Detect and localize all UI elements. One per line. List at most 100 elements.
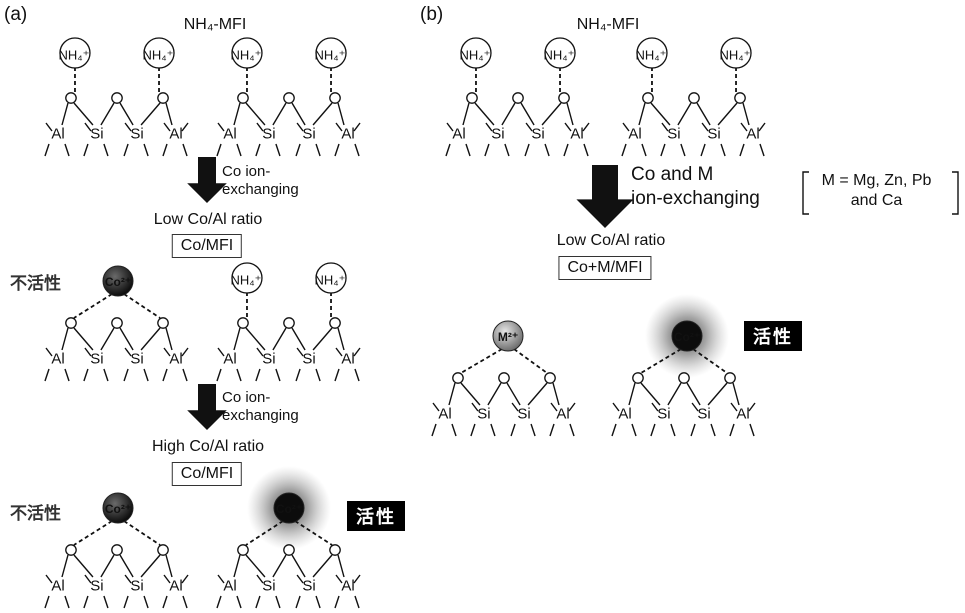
oxygen-atom [632, 372, 644, 384]
al-atom: Al [51, 351, 64, 368]
panel-b-label: (b) [420, 4, 444, 25]
bond [462, 102, 470, 126]
dangling-bond [84, 574, 92, 584]
panel-a-high-box: Co/MFI [171, 462, 243, 486]
dangling-bond [690, 423, 696, 437]
dangling-bond [217, 122, 225, 132]
al-atom: Al [51, 126, 64, 143]
nh4-ion [544, 37, 576, 69]
bond [119, 327, 134, 351]
bracket-left [802, 171, 809, 215]
co-label: Co²⁺ [674, 330, 700, 344]
bond [233, 102, 241, 126]
dangling-bond [544, 143, 550, 157]
al-atom: Al [452, 126, 465, 143]
oxygen-atom [65, 317, 77, 329]
dangling-bond [255, 368, 261, 382]
si-atom: Si [130, 351, 143, 368]
bond [337, 554, 345, 578]
bond [337, 327, 345, 351]
oxygen-atom [111, 317, 123, 329]
panel-a-inactive-label-1: 不活性 [10, 274, 61, 294]
dangling-bond [163, 574, 171, 584]
panel-a-active-badge: 活性 [347, 501, 405, 531]
dangling-bond [353, 347, 361, 357]
dangling-bond [511, 402, 519, 412]
oxygen-atom [329, 317, 341, 329]
dangling-bond [162, 368, 168, 382]
dangling-bond [510, 423, 516, 437]
bond [272, 327, 287, 351]
dangling-bond [451, 423, 457, 437]
bond [506, 382, 521, 406]
oxygen-atom [157, 544, 169, 556]
bond [291, 554, 306, 578]
ion-bond [123, 293, 161, 319]
bond [100, 554, 115, 578]
al-atom: Al [223, 578, 236, 595]
panel-b-title: NH₄-MFI [576, 16, 640, 33]
dangling-bond [470, 423, 476, 437]
bond [73, 327, 94, 351]
dangling-bond [163, 347, 171, 357]
oxygen-atom [452, 372, 464, 384]
dangling-bond [181, 347, 189, 357]
oxygen-atom [283, 92, 295, 104]
dangling-bond [236, 595, 242, 609]
al-atom: Al [341, 126, 354, 143]
oxygen-atom [111, 92, 123, 104]
ion-bond [294, 520, 333, 546]
si-atom: Si [130, 578, 143, 595]
dangling-bond [650, 423, 656, 437]
bond [100, 102, 115, 126]
bond [165, 102, 173, 126]
dangling-bond [335, 122, 343, 132]
si-atom: Si [262, 351, 275, 368]
nh4-ion [720, 37, 752, 69]
dangling-bond [651, 402, 659, 412]
nh4-ion [231, 37, 263, 69]
dangling-bond [445, 143, 451, 157]
dangling-bond [216, 595, 222, 609]
al-atom: Al [438, 406, 451, 423]
bond [73, 102, 94, 126]
dangling-bond [729, 423, 735, 437]
dangling-bond [582, 122, 590, 132]
dangling-bond [680, 143, 686, 157]
dangling-bond [83, 143, 89, 157]
panel-b-step-text: Co and M ion-exchanging [631, 164, 760, 209]
dangling-bond [748, 402, 756, 412]
dangling-bond [123, 143, 129, 157]
bond [638, 102, 646, 126]
dangling-bond [256, 347, 264, 357]
dangling-bond [641, 143, 647, 157]
dangling-bond [335, 347, 343, 357]
dangling-bond [181, 122, 189, 132]
dangling-bond [758, 122, 766, 132]
dangling-bond [84, 347, 92, 357]
dangling-bond [295, 143, 301, 157]
process-arrow [187, 384, 227, 430]
dangling-bond [103, 595, 109, 609]
oxygen-atom [466, 92, 478, 104]
bond [707, 382, 728, 406]
dangling-bond [568, 402, 576, 412]
si-atom: Si [302, 351, 315, 368]
dangling-bond [660, 143, 666, 157]
bracket-right [952, 171, 959, 215]
dangling-bond [631, 423, 637, 437]
si-atom: Si [477, 406, 490, 423]
ion-bond [460, 348, 503, 374]
si-atom: Si [517, 406, 530, 423]
dangling-bond [275, 368, 281, 382]
bond [233, 327, 241, 351]
si-atom: Si [667, 126, 680, 143]
bond [119, 554, 134, 578]
dangling-bond [275, 143, 281, 157]
bond [73, 554, 94, 578]
oxygen-atom [329, 544, 341, 556]
dangling-bond [335, 574, 343, 584]
dangling-bond [504, 143, 510, 157]
dangling-bond [103, 368, 109, 382]
dangling-bond [471, 402, 479, 412]
